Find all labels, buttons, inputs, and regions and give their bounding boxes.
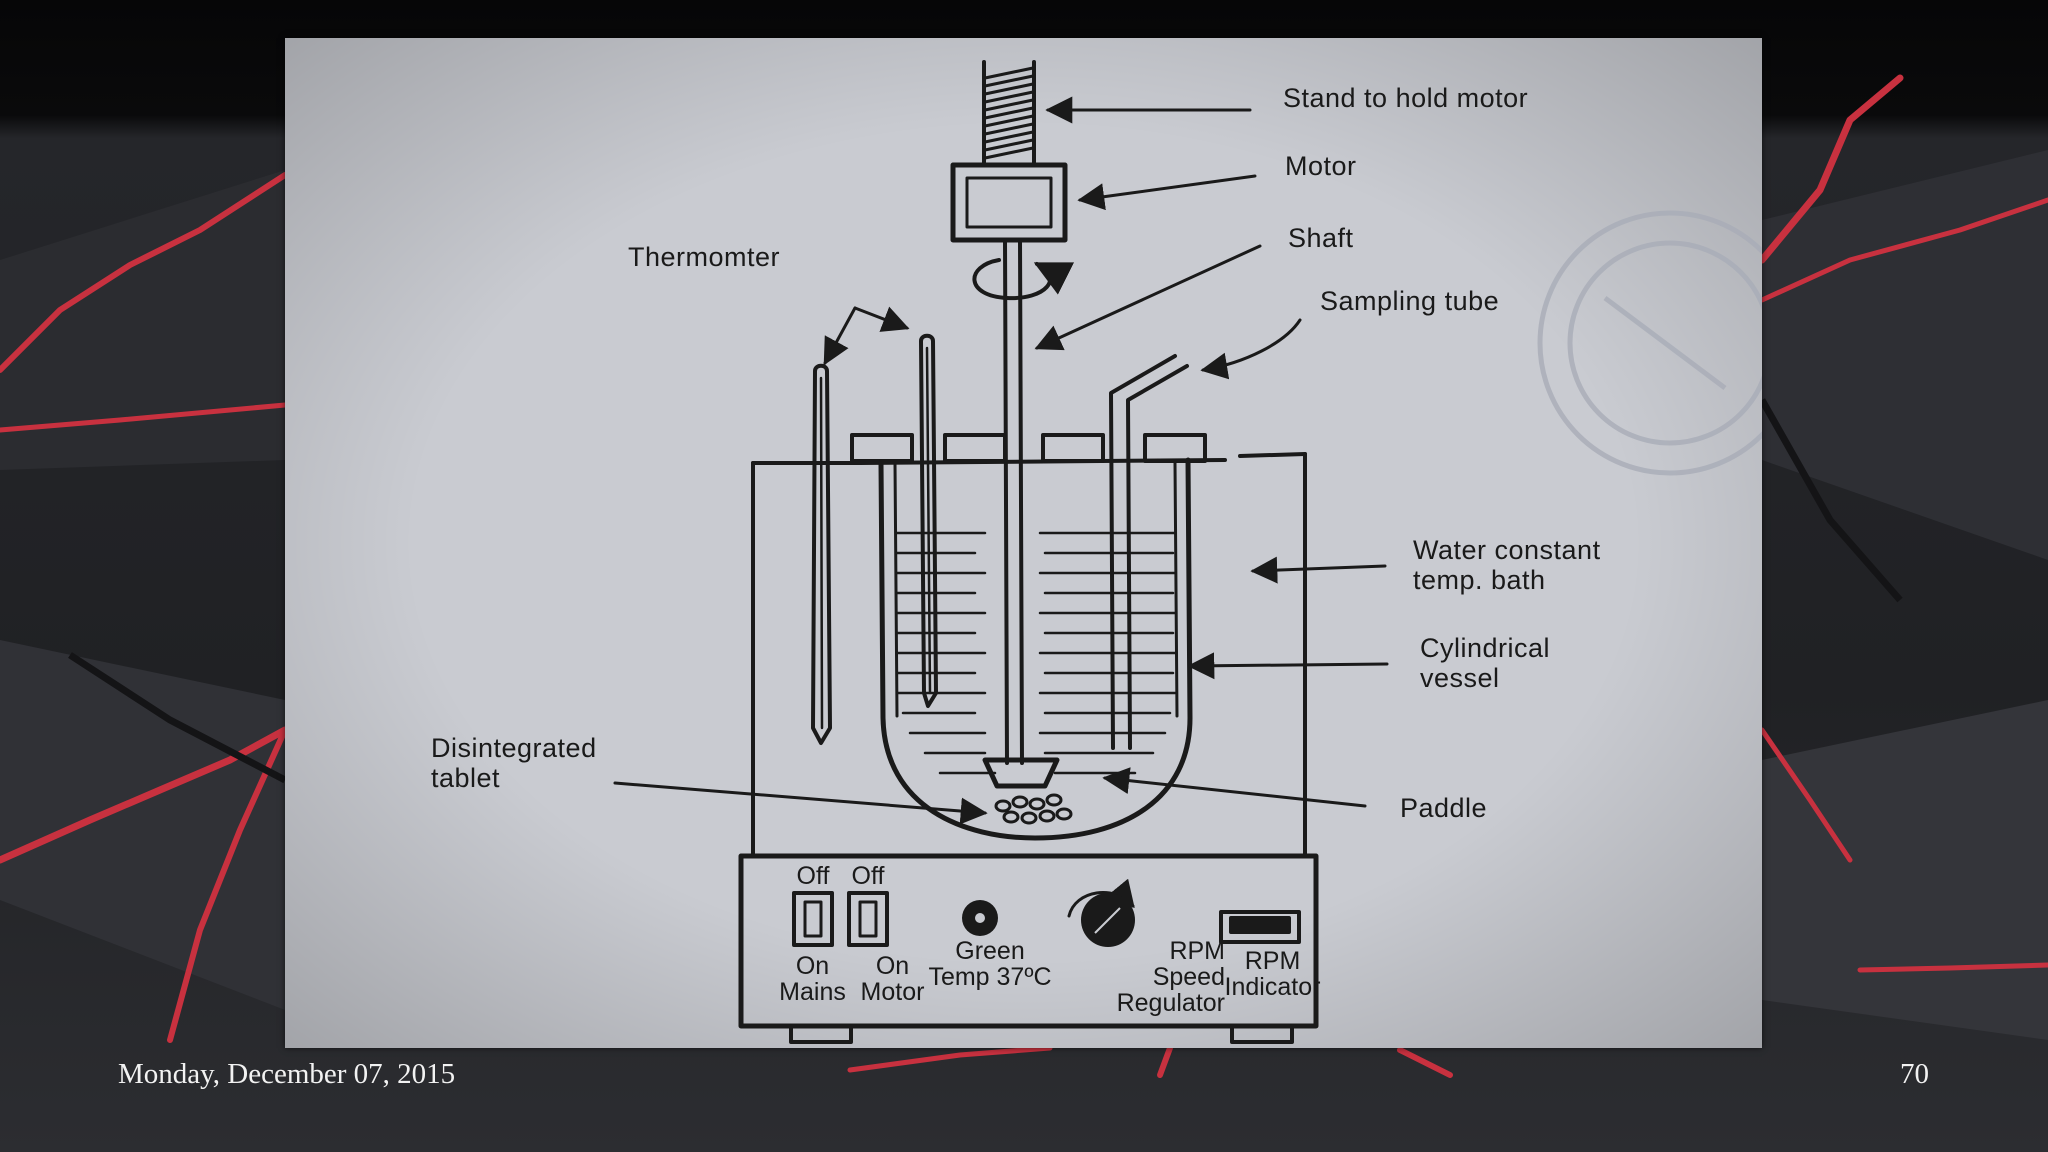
thermometer-right bbox=[919, 333, 938, 708]
dissolution-apparatus-diagram bbox=[285, 38, 1762, 1048]
callout-arrows bbox=[613, 96, 1389, 825]
shaft bbox=[1003, 238, 1024, 765]
motor-switch-icon bbox=[847, 891, 889, 947]
label-motor: Motor bbox=[1285, 151, 1357, 181]
faint-stamp bbox=[1537, 210, 1762, 476]
rpm-indicator-display-icon bbox=[1219, 910, 1301, 944]
control-base bbox=[738, 853, 1319, 1044]
label-switch-off-motor: Off bbox=[851, 862, 885, 890]
label-green-temp: Green Temp 37ºC bbox=[928, 937, 1052, 991]
label-on-motor: On Motor bbox=[860, 952, 925, 1006]
label-shaft: Shaft bbox=[1288, 223, 1354, 253]
label-stand-to-hold-motor: Stand to hold motor bbox=[1283, 83, 1529, 113]
mains-switch-icon bbox=[792, 891, 834, 947]
motor bbox=[950, 162, 1068, 243]
diagram-photo: Stand to hold motor Motor Shaft Sampling… bbox=[285, 38, 1762, 1048]
label-water-constant-temp-bath: Water constant temp. bath bbox=[1413, 535, 1601, 595]
sampling-tube bbox=[1109, 354, 1189, 750]
cylindrical-vessel bbox=[878, 457, 1193, 841]
motor-stand bbox=[982, 60, 1036, 167]
label-sampling-tube: Sampling tube bbox=[1320, 286, 1500, 316]
slide-date: Monday, December 07, 2015 bbox=[118, 1058, 456, 1090]
paddle bbox=[982, 757, 1060, 789]
thermometer-left bbox=[811, 363, 832, 745]
tablet-fragments bbox=[994, 793, 1073, 825]
label-rpm-speed-regulator: RPM Speed Regulator bbox=[1116, 937, 1225, 1017]
label-thermometer: Thermomter bbox=[628, 242, 781, 272]
label-disintegrated-tablet: Disintegrated tablet bbox=[431, 733, 597, 793]
label-on-mains: On Mains bbox=[779, 952, 846, 1006]
rotation-arrow-icon bbox=[972, 258, 1075, 301]
slide-page-number: 70 bbox=[1900, 1058, 1929, 1090]
label-switch-off-mains: Off bbox=[796, 862, 830, 890]
label-rpm-indicator: RPM Indicator bbox=[1224, 947, 1321, 1001]
red-crack-decoration bbox=[0, 74, 2048, 1078]
label-cylindrical-vessel: Cylindrical vessel bbox=[1420, 633, 1551, 693]
label-paddle: Paddle bbox=[1400, 793, 1488, 823]
